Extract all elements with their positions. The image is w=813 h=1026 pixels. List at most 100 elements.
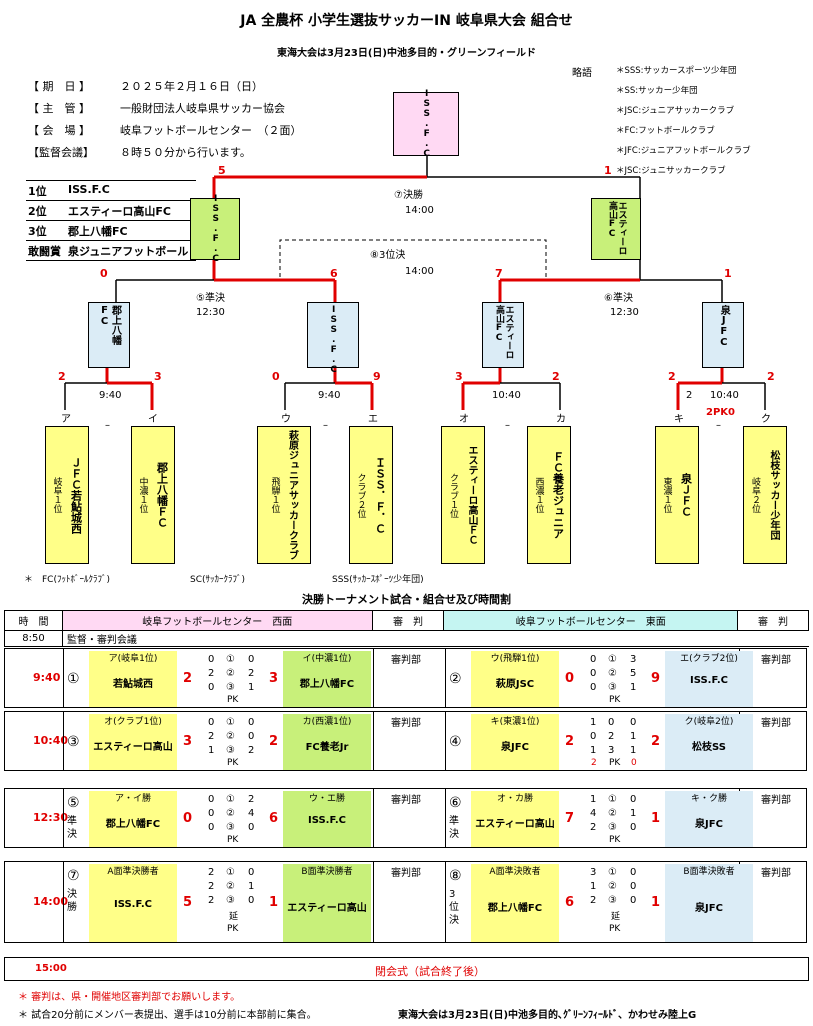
match-number: ④ [449,734,462,750]
team-box: クラブ１位 エスティーロ高山ＦＣ [441,426,485,564]
team-cell-bg [665,877,753,942]
qf-score: 2 [58,370,66,383]
team-sub: 飛騨１位 [269,477,280,513]
team-box: 岐阜１位 ＪＦＣ若鮎城西 [45,426,89,564]
ranking-team: ISS.F.C [68,183,110,196]
slot-header-left: A面準決勝者 [89,864,177,877]
qf-winner-box: 泉JFC [702,302,744,368]
slot-header-left: ア(岐阜1位) [89,651,177,664]
referee-east: 審判部 [761,868,791,879]
team-left: エスティーロ高山 [475,819,555,830]
final-right-team: エスティーロ高山FC [607,201,627,255]
period-mark: 2 [608,731,615,742]
qf-score: 3 [154,370,162,383]
info-venue-label: 【 会 場 】 [28,124,90,137]
qf-winner: ISS.F.C [328,305,339,375]
half-score-right: 1 [630,745,637,756]
qf-score: 2 [767,370,775,383]
pk-score-right: 0 [631,758,637,768]
score-right: 1 [651,811,661,826]
period-mark: 0 [608,717,615,728]
match-number: ⑤ [67,795,80,811]
match-round: 3位決 [449,889,459,926]
qf-time: 10:40 [710,390,739,401]
referee-west: 審判部 [391,868,421,879]
abbr-item: ＊JSC:ジュニアサッカークラブ [616,106,735,116]
team-left: 泉JFC [501,742,529,753]
legend-note: ＊ FC(ﾌｯﾄﾎﾞｰﾙｸﾗﾌﾞ) [24,575,110,585]
column-divider [445,789,446,847]
ranking-rank: 2位 [28,205,47,218]
qf-score: 9 [373,370,381,383]
team-cell-bg [471,804,559,847]
footnote: ＊ 試合20分前にメンバー表提出、選手は10分前に本部前に集合。 [18,1010,317,1021]
team-cell-bg [283,664,371,707]
half-score-left: 1 [590,745,597,756]
slot-header-right: エ(クラブ2位) [665,651,753,664]
half-score-right: 0 [248,654,255,665]
referee-west: 審判部 [391,795,421,806]
slot-letter: キ [674,414,684,425]
slot-header-left: キ(東濃1位) [471,714,559,727]
match-number: ③ [67,734,80,750]
half-score-right: 1 [248,881,255,892]
abbr-item: ＊JFC:ジュニアフットボールクラブ [616,146,751,156]
closing-text: 閉会式（試合終了後） [375,965,485,978]
team-sub: 東濃１位 [661,477,672,513]
abbr-title: 略語 [572,68,592,79]
team-name: 松枝サッカー少年団 [768,450,779,540]
team-name: ＪＦＣ若鮎城西 [69,456,83,534]
abbr-item: ＊FC:フットボールクラブ [616,126,715,136]
half-score-right: 0 [630,794,637,805]
half-score-left: 2 [208,867,215,878]
closing-row: 15:00 閉会式（試合終了後） [4,957,809,981]
ranking-team: エスティーロ高山FC [68,205,171,218]
legend-note: SSS(ｻｯｶｰｽﾎﾟｰﾂ少年団) [332,575,424,585]
half-score-left: 0 [208,822,215,833]
final-left-box: ISS.F.C [190,194,240,264]
period-mark: ③ [608,895,617,906]
ranking-table: 1位 ISS.F.C 2位 エスティーロ高山FC 3位 郡上八幡FC 敢闘賞 泉… [26,180,196,262]
half-score-right: 2 [248,745,255,756]
score-left: 6 [565,895,575,910]
score-left: 3 [183,734,193,749]
half-score-right: 4 [248,808,255,819]
half-score-right: 1 [630,682,637,693]
half-score-right: 0 [630,867,637,878]
period-mark: ③ [608,682,617,693]
qf-score: 2 [552,370,560,383]
final-label: ⑦決勝 [394,190,423,201]
ranking-rank: 敢闘賞 [28,245,61,258]
half-score-left: 2 [208,881,215,892]
team-name: ＦＣ養老ジュニア [551,451,565,539]
half-score-left: 1 [590,794,597,805]
half-score-right: 1 [630,808,637,819]
score-right: 6 [269,811,279,826]
column-divider [445,862,446,942]
column-divider [445,712,446,770]
qf-winner-box: 郡上八幡FC [88,302,130,368]
period-mark: ③ [226,822,235,833]
ranking-rank: 1位 [28,185,47,198]
column-divider [63,649,64,707]
closing-time: 15:00 [35,963,67,974]
score-left: 7 [565,811,575,826]
half-score-right: 5 [630,668,637,679]
pk-label: PK [609,695,621,705]
ranking-team: 泉ジュニアフットボール [68,245,189,258]
info-venue-value: 岐阜フットボールセンター （２面） [120,124,302,137]
row-time: 10:40 [33,734,69,747]
referee-east: 審判部 [761,718,791,729]
page-subtitle: 東海大会は3月23日(日)中池多目的・グリーンフィールド [276,48,536,59]
slot-letter: ク [761,414,771,425]
pk-label: PK [227,924,239,934]
team-cell-bg [89,727,177,770]
extra-time-label: 延 [611,912,621,922]
slot-letter: エ [368,414,378,425]
half-score-left: 3 [590,867,597,878]
final-time: 14:00 [405,205,434,216]
half-score-right: 1 [248,682,255,693]
team-box: 東濃１位 泉ＪＦＣ [655,426,699,564]
column-divider [63,862,64,942]
